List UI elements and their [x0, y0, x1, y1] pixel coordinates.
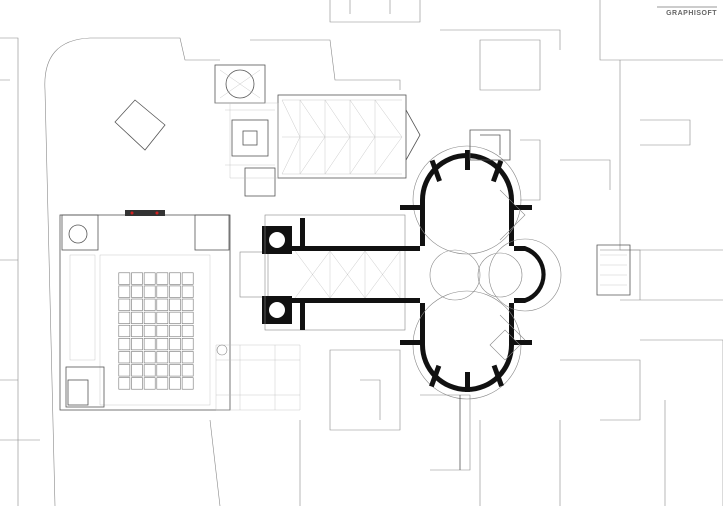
tower-complex	[214, 64, 279, 197]
garden-cell	[131, 324, 143, 338]
garden-cell	[118, 272, 131, 285]
garden-cell	[156, 298, 169, 311]
cloister	[59, 210, 301, 411]
garden-cell	[181, 285, 194, 298]
garden-cell	[131, 351, 143, 364]
garden-cell	[131, 272, 143, 285]
garden-cell	[156, 285, 169, 298]
garden-cell	[131, 311, 143, 324]
garden-cell	[156, 311, 169, 324]
garden-cell	[131, 285, 143, 298]
cloister-garden-grid	[118, 272, 194, 390]
garden-cell	[181, 377, 194, 390]
garden-cell	[131, 364, 143, 377]
garden-cell	[169, 311, 181, 324]
garden-cell	[181, 338, 194, 351]
garden-cell	[156, 324, 169, 338]
garden-cell	[118, 377, 131, 390]
garden-cell	[181, 351, 194, 364]
garden-cell	[156, 364, 169, 377]
garden-cell	[169, 272, 181, 285]
marker-red	[130, 211, 134, 215]
garden-cell	[143, 338, 156, 351]
garden-cell	[143, 364, 156, 377]
garden-cell	[156, 338, 169, 351]
garden-cell	[131, 298, 143, 311]
garden-cell	[118, 298, 131, 311]
garden-cell	[181, 298, 194, 311]
garden-cell	[181, 272, 194, 285]
garden-cell	[156, 272, 169, 285]
garden-cell	[169, 338, 181, 351]
garden-cell	[143, 324, 156, 338]
garden-cell	[181, 324, 194, 338]
garden-cell	[118, 285, 131, 298]
garden-cell	[118, 364, 131, 377]
garden-cell	[118, 324, 131, 338]
garden-cell	[143, 298, 156, 311]
upper-hall	[277, 94, 421, 179]
garden-cell	[143, 272, 156, 285]
brand-logo: GRAPHISOFT	[666, 10, 717, 17]
garden-cell	[118, 351, 131, 364]
garden-cell	[156, 377, 169, 390]
garden-cell	[169, 377, 181, 390]
garden-cell	[156, 351, 169, 364]
garden-cell	[169, 364, 181, 377]
garden-cell	[118, 338, 131, 351]
garden-cell	[181, 364, 194, 377]
title-block: GRAPHISOFT	[657, 6, 717, 17]
garden-cell	[143, 311, 156, 324]
garden-cell	[169, 324, 181, 338]
garden-cell	[181, 311, 194, 324]
marker-red	[155, 211, 159, 215]
small-building	[114, 99, 166, 151]
garden-cell	[143, 351, 156, 364]
church	[239, 145, 562, 400]
garden-cell	[118, 311, 131, 324]
garden-cell	[143, 377, 156, 390]
garden-cell	[131, 377, 143, 390]
garden-cell	[169, 351, 181, 364]
garden-cell	[143, 285, 156, 298]
garden-cell	[169, 298, 181, 311]
garden-cell	[131, 338, 143, 351]
garden-cell	[169, 285, 181, 298]
east-structures	[459, 129, 631, 470]
title-block-subtitle	[657, 6, 717, 8]
